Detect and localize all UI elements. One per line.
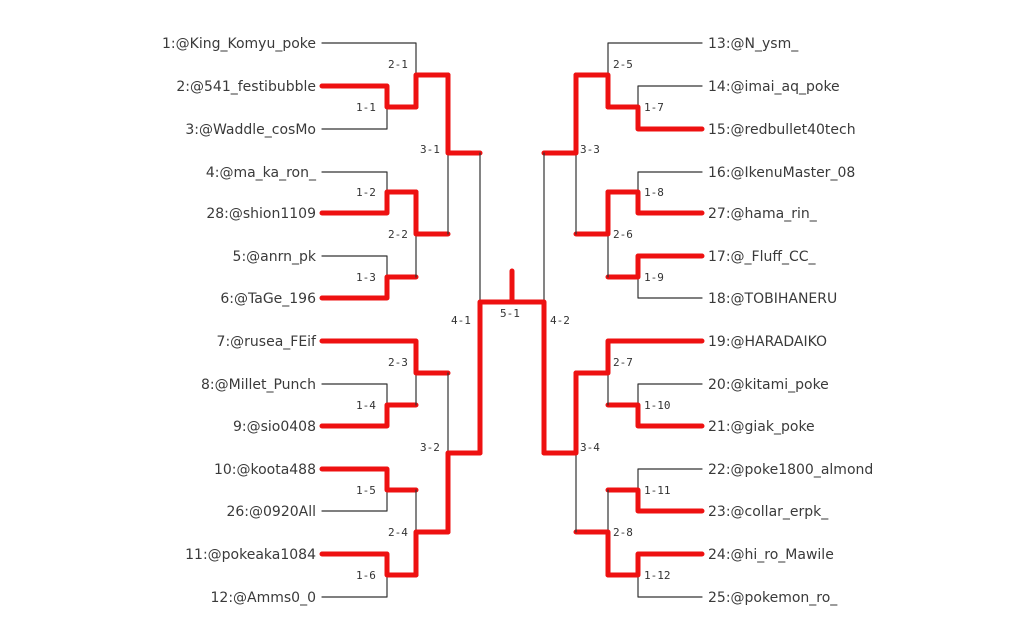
player-right-7: 18:@TOBIHANERU: [708, 291, 837, 307]
match-label-1-10: 1-10: [644, 399, 671, 412]
player-right-6: 17:@_Fluff_CC_: [708, 249, 817, 265]
match-label-3-4: 3-4: [580, 441, 600, 454]
player-left-14: 12:@Amms0_0: [211, 590, 317, 606]
bracket-line-2-2-winner: [413, 189, 451, 237]
player-right-11: 22:@poke1800_almond: [708, 462, 873, 478]
bracket-line-1-1-loser: [321, 106, 388, 130]
player-left-12: 26:@0920All: [226, 504, 316, 520]
bracket-line-1-8-winner: [605, 189, 705, 216]
player-right-2: 14:@imai_aq_poke: [708, 79, 840, 95]
player-right-9: 20:@kitami_poke: [708, 377, 829, 393]
bracket-line-1-5-winner: [319, 466, 419, 493]
match-label-2-1: 2-1: [388, 58, 408, 71]
match-label-2-3: 2-3: [388, 356, 408, 369]
player-right-10: 21:@giak_poke: [708, 419, 815, 435]
match-label-1-2: 1-2: [356, 186, 376, 199]
match-label-1-12: 1-12: [644, 569, 671, 582]
player-left-2: 2:@541_festibubble: [176, 79, 316, 95]
match-label-3-3: 3-3: [580, 143, 600, 156]
player-left-9: 8:@Millet_Punch: [201, 377, 316, 393]
match-label-2-7: 2-7: [613, 356, 633, 369]
bracket-line-1-8-loser: [637, 171, 703, 193]
bracket-line-1-3-loser: [321, 255, 388, 278]
bracket-line-1-11-winner: [605, 487, 705, 514]
bracket-line-1-3-winner: [319, 274, 419, 301]
player-left-3: 3:@Waddle_cosMo: [185, 122, 316, 138]
player-left-10: 9:@sio0408: [233, 419, 316, 435]
player-right-12: 23:@collar_erpk_: [708, 504, 829, 520]
match-label-1-11: 1-11: [644, 484, 671, 497]
player-left-6: 5:@anrn_pk: [233, 249, 317, 265]
player-left-11: 10:@koota488: [214, 462, 316, 478]
bracket-line-3-2-winner: [445, 450, 483, 535]
match-label-3-2: 3-2: [420, 441, 440, 454]
match-label-3-1: 3-1: [420, 143, 440, 156]
bracket-line-2-7-winner: [573, 338, 705, 376]
match-label-4-1: 4-1: [451, 314, 471, 327]
player-right-5: 27:@hama_rin_: [708, 206, 818, 222]
bracket-line-1-6-loser: [321, 574, 388, 598]
bracket-line-2-4-winner: [413, 529, 451, 578]
bracket-line-2-1-winner: [413, 72, 451, 110]
bracket-line-1-5-loser: [321, 489, 388, 512]
bracket-line-1-1-winner: [319, 83, 419, 110]
match-label-1-3: 1-3: [356, 271, 376, 284]
match-label-5-1: 5-1: [500, 307, 520, 320]
player-left-4: 4:@ma_ka_ron_: [206, 165, 317, 181]
bracket-line-2-1-loser: [321, 42, 417, 76]
player-right-3: 15:@redbullet40tech: [708, 122, 856, 138]
bracket-line-1-9-loser: [637, 276, 703, 299]
match-label-1-5: 1-5: [356, 484, 376, 497]
match-label-2-8: 2-8: [613, 526, 633, 539]
bracket-line-4-1-winner: [477, 299, 515, 456]
bracket-line-1-4-winner: [319, 402, 419, 429]
match-label-4-2: 4-2: [550, 314, 570, 327]
match-label-1-4: 1-4: [356, 399, 376, 412]
bracket-line-2-5-winner: [573, 72, 611, 110]
bracket-line-1-2-winner: [319, 189, 419, 216]
bracket-line-1-2-loser: [321, 171, 388, 193]
player-right-1: 13:@N_ysm_: [708, 36, 799, 52]
bracket-line-1-9-winner: [605, 253, 705, 280]
bracket-line-1-4-loser: [321, 383, 388, 406]
match-label-1-7: 1-7: [644, 101, 664, 114]
match-label-2-6: 2-6: [613, 228, 633, 241]
bracket-line-4-2-winner: [509, 299, 547, 456]
match-label-1-8: 1-8: [644, 186, 664, 199]
bracket-line-1-12-winner: [605, 551, 705, 578]
player-left-1: 1:@King_Komyu_poke: [162, 36, 316, 52]
match-label-2-5: 2-5: [613, 58, 633, 71]
player-left-7: 6:@TaGe_196: [220, 291, 316, 307]
bracket-line-3-3-winner: [541, 72, 579, 156]
player-left-13: 11:@pokeaka1084: [185, 547, 316, 563]
match-label-2-2: 2-2: [388, 228, 408, 241]
player-right-14: 25:@pokemon_ro_: [708, 590, 838, 606]
bracket-line-2-3-winner: [319, 338, 451, 376]
bracket-line-2-5-loser: [607, 42, 703, 76]
bracket-line-1-7-winner: [605, 104, 705, 132]
match-label-1-1: 1-1: [356, 101, 376, 114]
bracket-line-1-6-winner: [319, 551, 419, 578]
player-right-4: 16:@IkenuMaster_08: [708, 165, 855, 181]
player-left-8: 7:@rusea_FEif: [217, 334, 318, 350]
match-label-1-9: 1-9: [644, 271, 664, 284]
bracket-line-1-12-loser: [637, 574, 703, 598]
bracket-line-2-6-winner: [573, 189, 611, 237]
bracket-line-3-4-winner: [541, 370, 579, 456]
player-right-13: 24:@hi_ro_Mawile: [708, 547, 834, 563]
bracket-line-1-10-winner: [605, 402, 705, 429]
match-label-2-4: 2-4: [388, 526, 408, 539]
match-label-1-6: 1-6: [356, 569, 376, 582]
bracket-line-3-1-winner: [445, 72, 483, 156]
player-right-8: 19:@HARADAIKO: [708, 334, 827, 350]
player-left-5: 28:@shion1109: [206, 206, 316, 222]
bracket-line-2-8-winner: [573, 529, 611, 578]
bracket-line-1-10-loser: [637, 383, 703, 406]
bracket-line-1-11-loser: [637, 468, 703, 491]
bracket-line-1-7-loser: [637, 85, 703, 108]
